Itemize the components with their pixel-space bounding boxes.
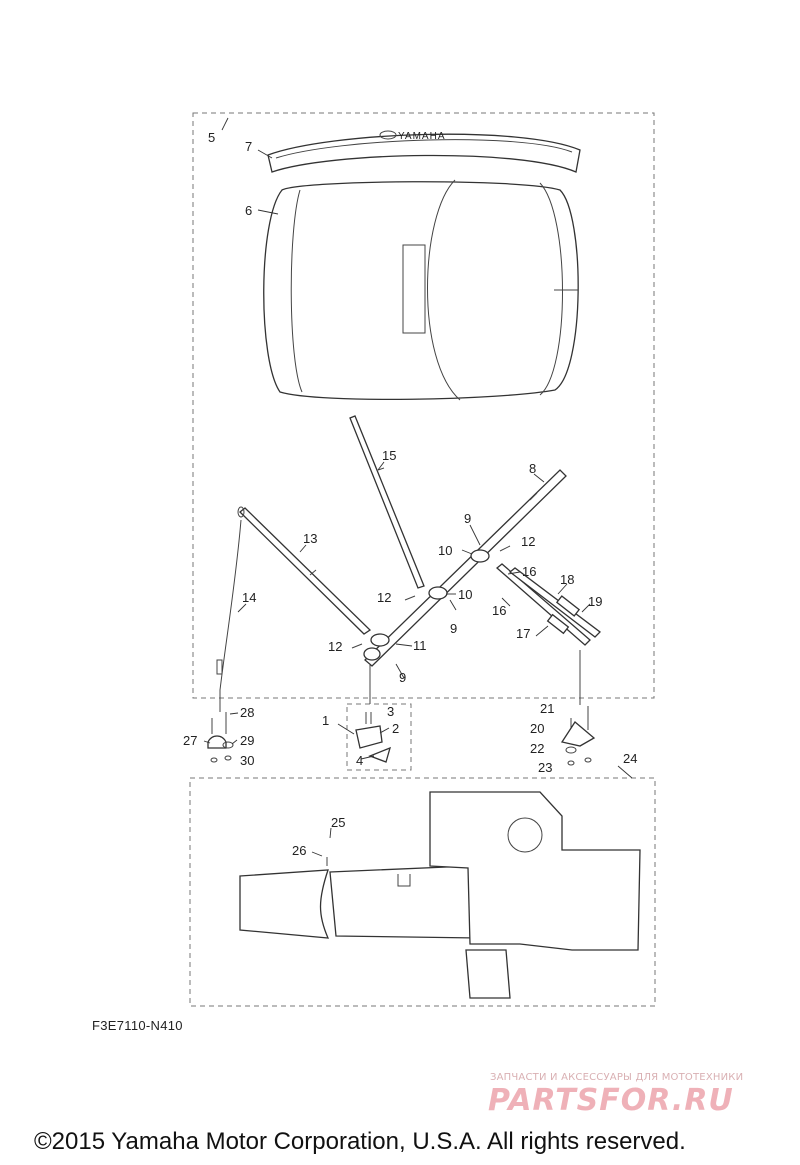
callout-12a: 12 bbox=[521, 534, 535, 549]
callout-17: 17 bbox=[516, 626, 530, 641]
watermark-logo: PARTSFOR.RU bbox=[488, 1083, 734, 1118]
strap bbox=[216, 506, 245, 691]
left-mount-hardware bbox=[207, 712, 234, 763]
callout-3: 3 bbox=[387, 704, 394, 719]
diagram-code: F3E7110-N410 bbox=[92, 1018, 183, 1033]
callout-numbers: 5 7 6 8 15 13 14 9 10 12 16 18 16 19 17 … bbox=[183, 130, 637, 858]
copyright-notice: ©2015 Yamaha Motor Corporation, U.S.A. A… bbox=[34, 1128, 686, 1155]
callout-29: 29 bbox=[240, 733, 254, 748]
callout-18: 18 bbox=[560, 572, 574, 587]
side-struts bbox=[495, 563, 601, 646]
group-frame-24 bbox=[189, 777, 656, 1007]
upper-support-pole bbox=[349, 415, 425, 589]
callout-1: 1 bbox=[322, 713, 329, 728]
callout-14: 14 bbox=[242, 590, 256, 605]
callout-24: 24 bbox=[623, 751, 637, 766]
group-frame-1 bbox=[346, 703, 412, 771]
callout-6: 6 bbox=[245, 203, 252, 218]
callout-19: 19 bbox=[588, 594, 602, 609]
callout-10a: 10 bbox=[438, 543, 452, 558]
floor-mats bbox=[239, 791, 641, 999]
callout-12b: 12 bbox=[377, 590, 391, 605]
callout-16a: 16 bbox=[522, 564, 536, 579]
callout-26: 26 bbox=[292, 843, 306, 858]
callout-13: 13 bbox=[303, 531, 317, 546]
callout-11: 11 bbox=[413, 638, 427, 653]
callout-7: 7 bbox=[245, 139, 252, 154]
screws bbox=[351, 545, 511, 649]
callout-9a: 9 bbox=[464, 511, 471, 526]
right-mount-hardware bbox=[560, 706, 596, 766]
callout-9c: 9 bbox=[399, 670, 406, 685]
emblem-strip: YAMAHA bbox=[267, 130, 581, 173]
callout-9b: 9 bbox=[450, 621, 457, 636]
rear-support-pole bbox=[239, 507, 372, 635]
callout-12c: 12 bbox=[328, 639, 342, 654]
callout-4: 4 bbox=[356, 753, 363, 768]
callout-22: 22 bbox=[530, 741, 544, 756]
main-frame-tube bbox=[364, 469, 567, 667]
callout-23: 23 bbox=[538, 760, 552, 775]
callout-20: 20 bbox=[530, 721, 544, 736]
brand-text: YAMAHA bbox=[398, 131, 446, 142]
callout-8: 8 bbox=[529, 461, 536, 476]
callout-27: 27 bbox=[183, 733, 197, 748]
callout-21: 21 bbox=[540, 701, 554, 716]
hinge-fittings bbox=[363, 549, 490, 661]
callout-2: 2 bbox=[392, 721, 399, 736]
callout-10b: 10 bbox=[458, 587, 472, 602]
callout-15: 15 bbox=[382, 448, 396, 463]
callout-28: 28 bbox=[240, 705, 254, 720]
callout-25: 25 bbox=[331, 815, 345, 830]
center-mount-hardware bbox=[355, 712, 391, 763]
callout-30: 30 bbox=[240, 753, 254, 768]
callout-5: 5 bbox=[208, 130, 215, 145]
leader-lines bbox=[203, 117, 633, 857]
bimini-top-canvas bbox=[263, 179, 579, 401]
watermark-tagline: ЗАПЧАСТИ И АКСЕССУАРЫ ДЛЯ МОТОТЕХНИКИ bbox=[490, 1072, 744, 1083]
callout-16b: 16 bbox=[492, 603, 506, 618]
